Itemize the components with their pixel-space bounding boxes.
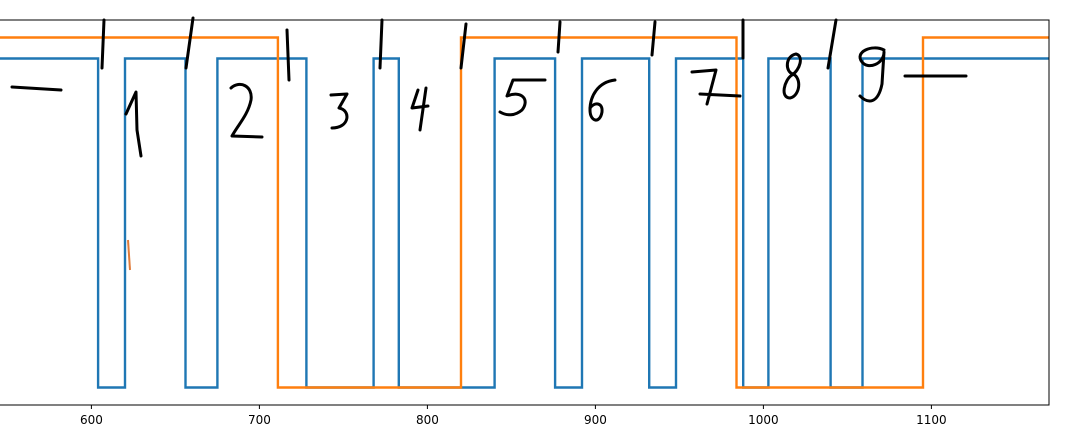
handwritten-annotations (10, 16, 968, 271)
plot-frame (0, 19, 1050, 406)
ink-digit-7 (690, 68, 742, 106)
x-tick-label-1100: 1100 (916, 413, 947, 427)
ink-digit-2 (229, 83, 264, 139)
x-axis: 600 700 800 900 1000 1100 (80, 405, 947, 427)
x-tick-label-700: 700 (248, 413, 271, 427)
ink-divider-5 (459, 22, 468, 70)
ink-divider-4 (378, 18, 384, 70)
series-layer (0, 36, 1049, 389)
ink-divider-2 (184, 16, 195, 70)
x-tick-label-1000: 1000 (748, 413, 779, 427)
ink-digit-6 (588, 78, 617, 122)
ink-divider-6 (556, 20, 562, 54)
ink-digit-8 (782, 52, 802, 100)
ink-digit-3 (329, 92, 349, 130)
ink-digit-4 (410, 86, 430, 132)
ink-divider-1 (100, 18, 106, 70)
ink-digit-9 (858, 46, 886, 103)
x-tick-label-900: 900 (584, 413, 607, 427)
ink-digit-1 (124, 90, 143, 158)
x-tick-label-600: 600 (80, 413, 103, 427)
ink-divider-7 (650, 20, 657, 57)
ink-divider-9 (826, 18, 838, 70)
ink-divider-3 (285, 28, 291, 82)
series-line-2 (0, 36, 1049, 389)
ink-digit-5 (498, 78, 547, 117)
x-tick-label-800: 800 (416, 413, 439, 427)
plot-background (0, 20, 1049, 405)
ink-dash-left (10, 85, 63, 92)
ink-orange-mark (127, 239, 131, 271)
series-line-1 (0, 57, 1049, 389)
